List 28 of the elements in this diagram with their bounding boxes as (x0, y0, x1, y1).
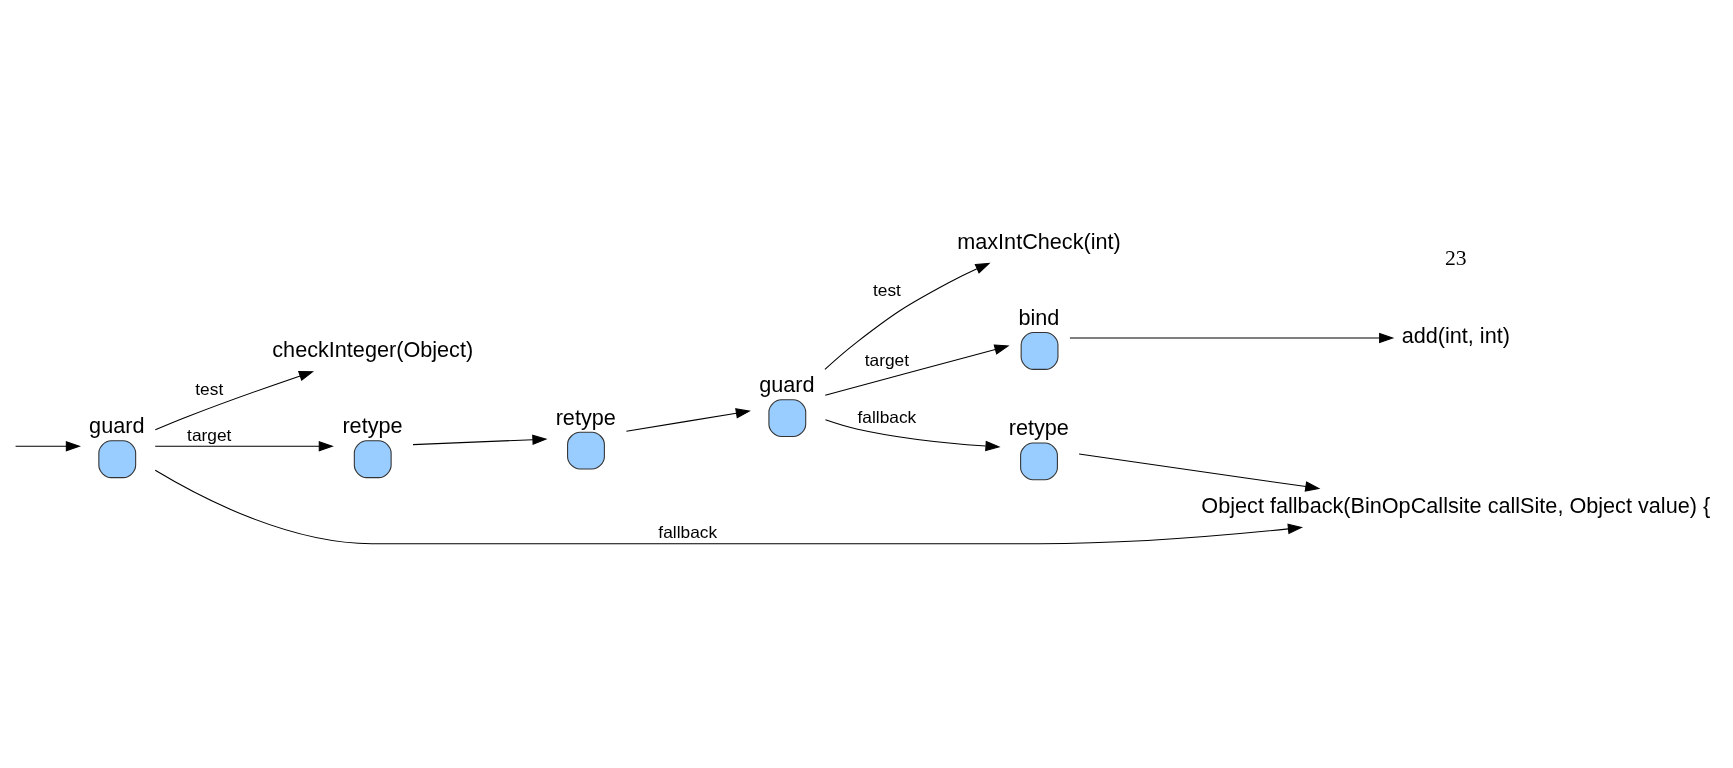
arrow (154, 469, 1303, 545)
node-text: checkInteger(Object) (272, 337, 474, 363)
node-label: retype (555, 404, 616, 430)
node-label: guard (89, 413, 145, 439)
node-label: retype (1008, 415, 1069, 441)
label: 23 (1444, 246, 1467, 271)
arrow (1069, 332, 1395, 344)
node-text: maxIntCheck(int) (957, 229, 1121, 255)
arrow (412, 434, 548, 446)
node-text: Object fallback(BinOpCallsite callSite, Object value) { (1201, 493, 1711, 519)
arrow (15, 440, 81, 452)
arrow (824, 344, 1010, 396)
edge-label: fallback (658, 522, 718, 543)
arrow (625, 408, 751, 432)
node-text: add(int, int) (1401, 323, 1510, 349)
arrow (824, 419, 1001, 452)
arrow (154, 371, 315, 431)
edge-label: test (872, 279, 901, 300)
node-label: retype (342, 413, 403, 439)
edge-label: target (864, 349, 910, 370)
edge-label: test (195, 379, 224, 400)
edge-label: fallback (857, 407, 917, 428)
node-label: guard (759, 372, 815, 398)
node-label: bind (1018, 305, 1060, 330)
arrow (824, 262, 991, 370)
arrow (1078, 453, 1321, 492)
arrow (154, 440, 334, 452)
edge-label: target (187, 424, 232, 445)
